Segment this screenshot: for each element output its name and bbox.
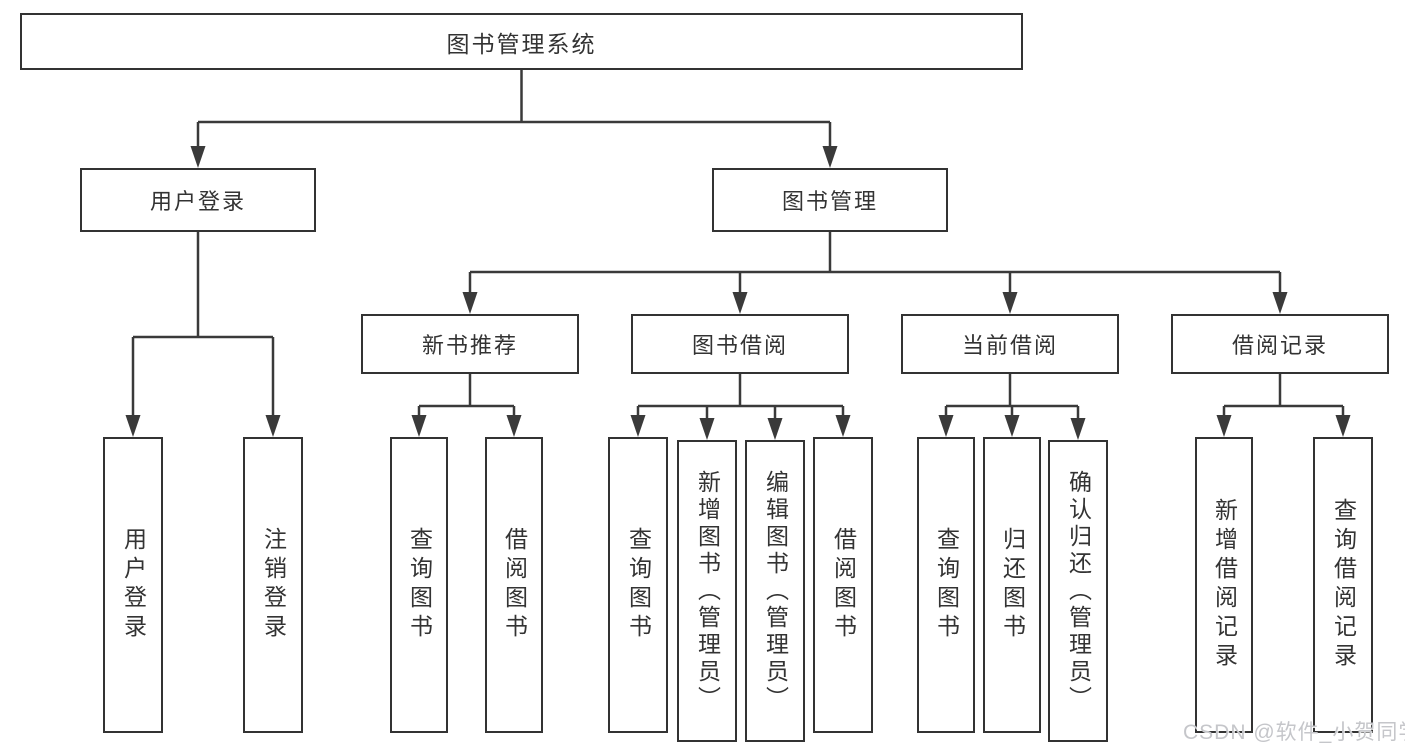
connector-newbook-to-leaves <box>419 374 514 408</box>
connector-current-to-leaves <box>946 374 1078 408</box>
node-leaf-borrow-books-1: 借阅图书 <box>485 437 543 733</box>
node-label: 编辑图书（管理员） <box>762 469 789 713</box>
node-label: 借阅图书 <box>830 527 857 643</box>
connector-borrow-to-leaves <box>638 374 843 408</box>
node-label: 查询图书 <box>406 527 433 643</box>
node-label: 查询图书 <box>933 527 960 643</box>
node-leaf-query-books-1: 查询图书 <box>390 437 448 733</box>
node-label: 用户登录 <box>149 189 246 214</box>
node-label: 当前借阅 <box>961 333 1058 358</box>
node-book-borrow: 图书借阅 <box>631 314 849 374</box>
node-library-management-system: 图书管理系统 <box>20 13 1023 70</box>
node-leaf-edit-books-admin: 编辑图书（管理员） <box>745 440 805 742</box>
node-borrow-records: 借阅记录 <box>1171 314 1389 374</box>
node-label: 图书管理 <box>781 189 878 214</box>
node-label: 新书推荐 <box>421 333 518 358</box>
node-leaf-return-books: 归还图书 <box>983 437 1041 733</box>
node-leaf-confirm-return-admin: 确认归还（管理员） <box>1048 440 1108 742</box>
node-label: 查询借阅记录 <box>1330 498 1357 672</box>
node-leaf-add-borrow-record: 新增借阅记录 <box>1195 437 1253 733</box>
connector-records-to-leaves <box>1224 374 1343 408</box>
node-new-book-recommend: 新书推荐 <box>361 314 579 374</box>
csdn-watermark: CSDN @软件_小贺同学 <box>1183 721 1405 744</box>
node-leaf-logout: 注销登录 <box>243 437 303 733</box>
node-label: 查询图书 <box>625 527 652 643</box>
node-leaf-user-login: 用户登录 <box>103 437 163 733</box>
node-label: 借阅图书 <box>501 527 528 643</box>
node-leaf-add-books-admin: 新增图书（管理员） <box>677 440 737 742</box>
node-user-login: 用户登录 <box>80 168 316 232</box>
node-label: 确认归还（管理员） <box>1065 469 1092 713</box>
node-book-management: 图书管理 <box>712 168 948 232</box>
node-label: 注销登录 <box>260 527 287 643</box>
node-leaf-query-books-2: 查询图书 <box>608 437 668 733</box>
node-current-borrow: 当前借阅 <box>901 314 1119 374</box>
node-leaf-borrow-books-2: 借阅图书 <box>813 437 873 733</box>
node-label: 新增借阅记录 <box>1211 498 1238 672</box>
node-label: 用户登录 <box>120 527 147 643</box>
node-label: 归还图书 <box>999 527 1026 643</box>
node-label: 图书管理系统 <box>446 30 597 57</box>
node-leaf-query-borrow-record: 查询借阅记录 <box>1313 437 1373 733</box>
connector-root-to-level1 <box>198 70 830 124</box>
connector-userlogin-to-leaves <box>133 232 273 339</box>
node-leaf-query-books-3: 查询图书 <box>917 437 975 733</box>
node-label: 图书借阅 <box>691 333 788 358</box>
node-label: 新增图书（管理员） <box>694 469 721 713</box>
connector-bookmgmt-to-level2 <box>470 232 1280 274</box>
node-label: 借阅记录 <box>1231 333 1328 358</box>
